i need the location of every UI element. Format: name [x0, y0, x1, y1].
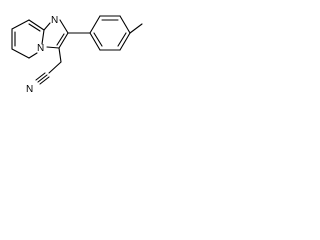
- imine-nitrogen-label: N: [51, 15, 58, 26]
- bond-ch2-cn: [48, 61, 62, 74]
- bond-ch2: [58, 47, 62, 63]
- bond-tol-6: [89, 32, 101, 51]
- bond-tol-1: [89, 15, 101, 34]
- bond-tol-3: [119, 15, 131, 34]
- double-bond-imid: [56, 33, 65, 46]
- triple-bond-1: [37, 74, 48, 83]
- bond-pyr-6: [11, 19, 30, 30]
- bond-methyl: [129, 23, 143, 34]
- bond-pyr-2: [11, 48, 30, 59]
- canvas-background: [0, 0, 148, 94]
- imidazole-ring: [43, 19, 69, 49]
- nitrile-nitrogen-label: N: [26, 84, 33, 94]
- triple-bond-3: [39, 76, 50, 85]
- bond-imid-4: [46, 46, 60, 49]
- bond-pyr-3: [28, 52, 38, 59]
- pyridine-ring: [11, 19, 45, 59]
- bond-imid-2: [59, 19, 69, 34]
- bond-pyr-4: [41, 29, 45, 45]
- bridgehead-nitrogen-label: N: [37, 43, 44, 54]
- chemical-structure: N N N: [0, 0, 148, 94]
- cyanomethyl-group: [35, 47, 62, 85]
- bond-imid-1: [43, 22, 51, 31]
- double-bond-tol-b: [117, 32, 127, 47]
- double-bond-pyr-b: [28, 23, 41, 32]
- triple-bond-2: [35, 72, 46, 81]
- double-bond-tol-c: [93, 32, 103, 47]
- bond-pyr-5: [28, 19, 45, 31]
- bond-imid-3: [58, 32, 69, 49]
- bond-tol-4: [119, 32, 131, 51]
- tolyl-group: [67, 15, 143, 51]
